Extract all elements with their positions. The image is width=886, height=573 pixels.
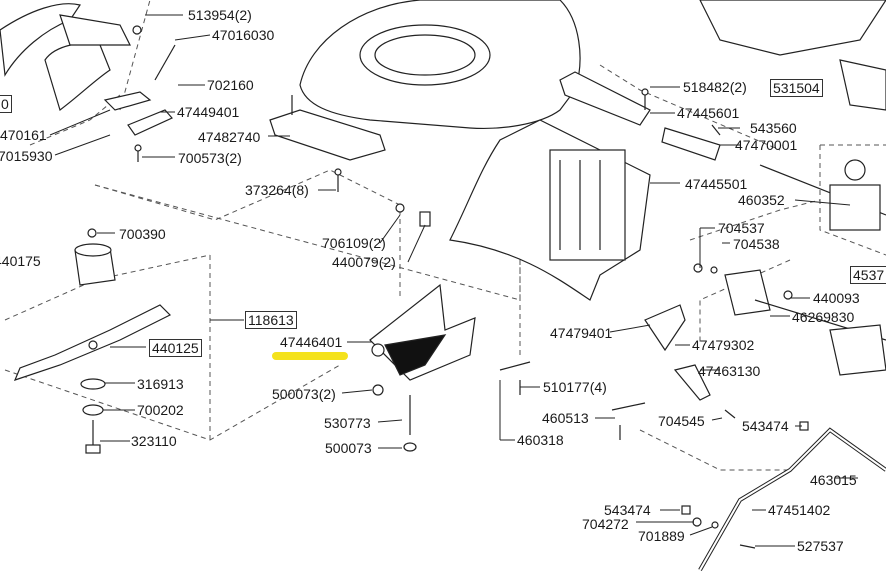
part-label-500073: 500073: [325, 440, 372, 456]
part-label-7015930: 7015930: [0, 148, 53, 164]
part-label-500073-2: 500073(2): [272, 386, 336, 402]
part-label-701889: 701889: [638, 528, 685, 544]
part-label-47451402: 47451402: [768, 502, 831, 518]
part-label-530773: 530773: [324, 415, 371, 431]
part-label-373264: 373264(8): [245, 182, 309, 198]
part-label-47445601: 47445601: [677, 105, 740, 121]
part-label-316913: 316913: [137, 376, 184, 392]
part-label-46269830: 46269830: [792, 309, 855, 325]
part-label-440079: 440079(2): [332, 254, 396, 270]
part-label-704537: 704537: [718, 220, 765, 236]
part-label-518482: 518482(2): [683, 79, 747, 95]
part-label-702160: 702160: [207, 77, 254, 93]
part-label-47479401: 47479401: [550, 325, 613, 341]
part-label-543474-upper: 543474: [742, 418, 789, 434]
part-label-700573: 700573(2): [178, 150, 242, 166]
part-label-527537: 527537: [797, 538, 844, 554]
part-label-704538: 704538: [733, 236, 780, 252]
part-label-4537: 4537: [850, 266, 886, 284]
part-label-704545: 704545: [658, 413, 705, 429]
part-label-463015: 463015: [810, 472, 857, 488]
part-label-543560: 543560: [750, 120, 797, 136]
part-label-440175: 440175: [0, 253, 41, 269]
highlight-marker: [272, 352, 348, 360]
part-label-470161: 470161: [0, 127, 47, 143]
part-label-left-edge-box: 0: [0, 95, 12, 113]
part-label-460352: 460352: [738, 192, 785, 208]
part-label-531504: 531504: [770, 79, 823, 97]
part-label-47016030: 47016030: [212, 27, 275, 43]
part-label-47445501: 47445501: [685, 176, 748, 192]
part-label-47470001: 47470001: [735, 137, 798, 153]
part-label-704272: 704272: [582, 516, 629, 532]
part-label-323110: 323110: [131, 433, 177, 449]
part-label-460318: 460318: [517, 432, 564, 448]
part-label-440125: 440125: [149, 339, 202, 357]
part-label-510177: 510177(4): [543, 379, 607, 395]
part-label-543474-lower: 543474: [604, 502, 651, 518]
part-label-700202: 700202: [137, 402, 184, 418]
part-label-440093: 440093: [813, 290, 860, 306]
part-label-460513: 460513: [542, 410, 589, 426]
part-label-47446401: 47446401: [280, 334, 343, 350]
part-label-47449401: 47449401: [177, 104, 240, 120]
part-label-706109: 706109(2): [322, 235, 386, 251]
part-label-118613: 118613: [245, 311, 297, 329]
part-label-700390: 700390: [119, 226, 166, 242]
part-label-47463130: 47463130: [698, 363, 761, 379]
part-label-513954: 513954(2): [188, 7, 252, 23]
part-label-47482740: 47482740: [198, 129, 261, 145]
part-label-47479302: 47479302: [692, 337, 755, 353]
